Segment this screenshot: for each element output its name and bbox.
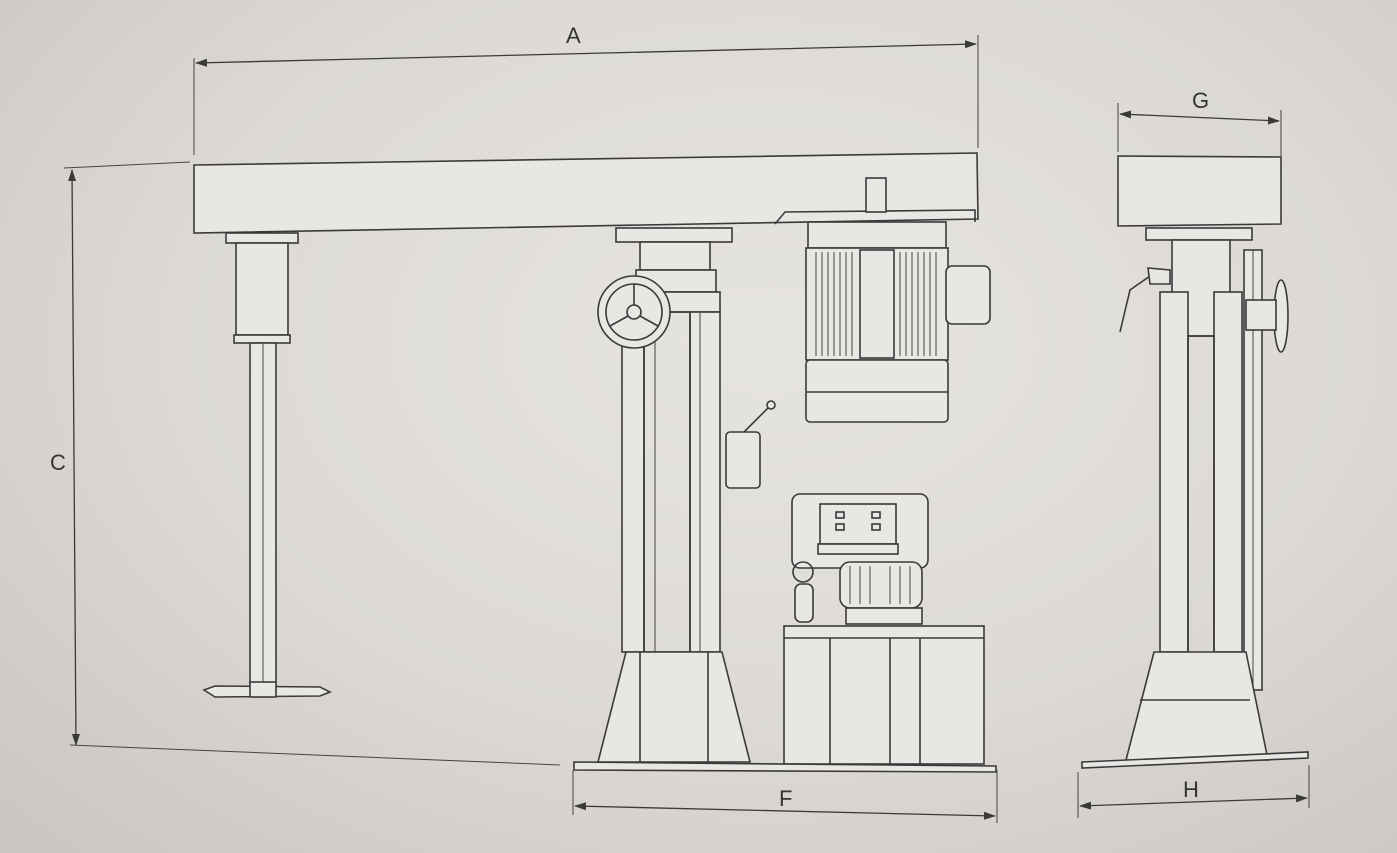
oil-tank xyxy=(783,625,985,765)
dimension-a: A xyxy=(193,23,979,155)
disperser-shaft-assembly xyxy=(202,232,332,698)
dimension-h: H xyxy=(1077,765,1310,818)
dimension-label-f: F xyxy=(779,786,792,811)
dimension-label-g: G xyxy=(1192,88,1209,113)
dimension-f: F xyxy=(572,770,998,823)
hydraulic-power-unit xyxy=(783,493,985,765)
control-lever-box xyxy=(725,431,761,489)
top-beam xyxy=(193,152,979,234)
base-plate xyxy=(573,761,997,773)
dimension-g: G xyxy=(1117,88,1282,156)
side-top-beam xyxy=(1117,155,1282,227)
dimension-label-c: C xyxy=(50,450,66,475)
dimension-label-a: A xyxy=(566,23,581,48)
front-view xyxy=(193,152,997,773)
side-view xyxy=(1081,155,1309,769)
lifting-column xyxy=(596,227,776,763)
main-motor xyxy=(805,177,991,423)
dimension-c: C xyxy=(50,161,561,766)
dimension-label-h: H xyxy=(1183,777,1199,802)
